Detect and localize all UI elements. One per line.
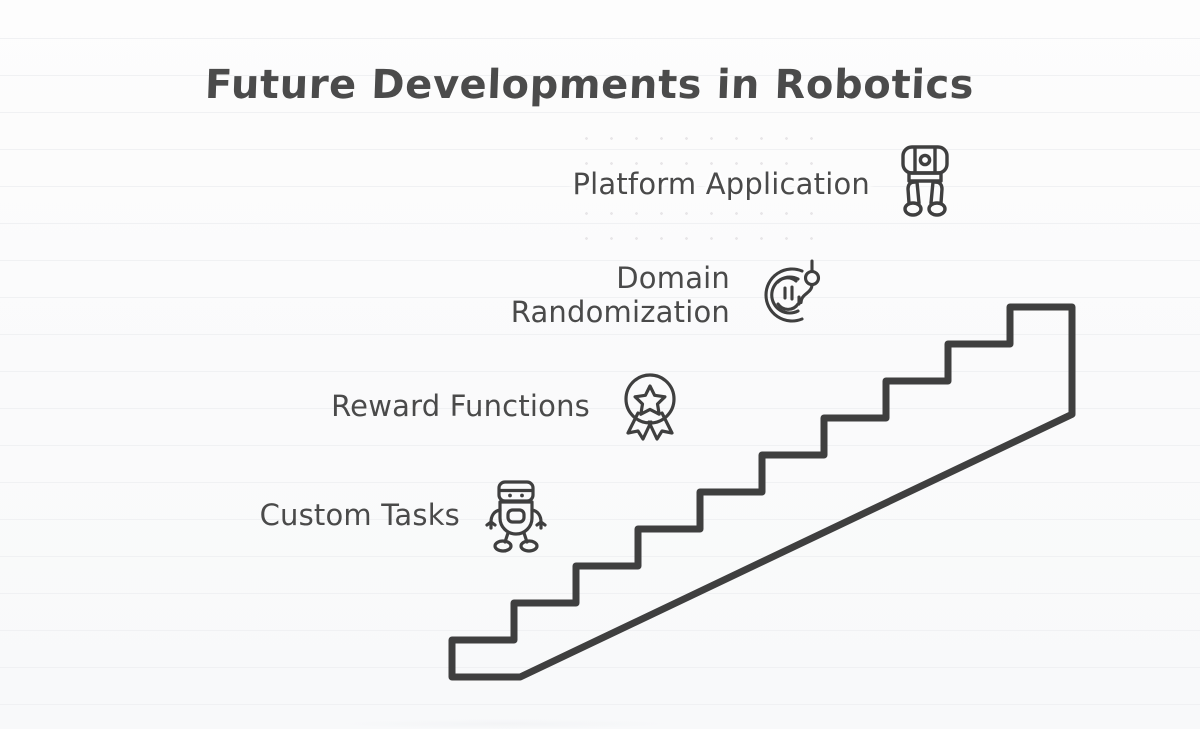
footer-smudge [340,719,670,729]
step-label-domain-randomization: Domain Randomization [510,261,730,330]
walking-robot-icon [893,142,957,222]
robot-assistant-icon [478,478,554,554]
award-medal-icon [612,369,688,445]
fingerprint-scan-icon [756,256,828,334]
step-label-custom-tasks: Custom Tasks [259,498,460,532]
step-label-reward-functions: Reward Functions [331,389,590,423]
page-title: Future Developments in Robotics [204,62,975,108]
step-label-platform-application: Platform Application [572,167,870,201]
